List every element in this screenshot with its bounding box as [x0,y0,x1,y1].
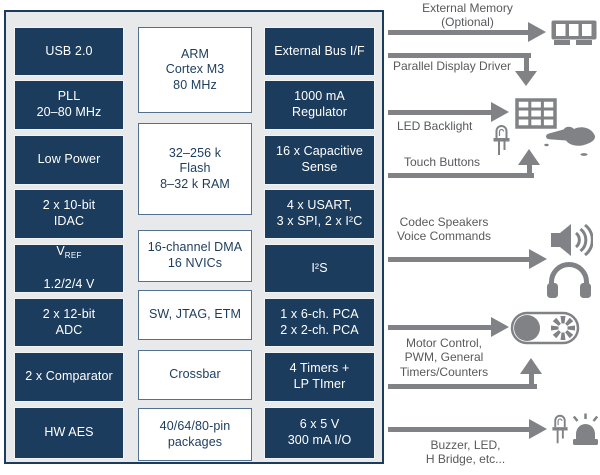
arrow-motor-h1 [388,325,491,330]
arrowhead-display-driver [515,71,537,86]
arrow-display-driver-v [524,53,529,72]
block-hv-io: 6 x 5 V 300 mA I/O [264,407,375,459]
arrowhead-motor-up [520,358,542,374]
block-arm-core: ARM Cortex M3 80 MHz [138,27,252,113]
headphones-icon [546,259,592,299]
block-vref: VREF 1.2/2/4 V [14,244,124,293]
memory-module-icon [551,20,597,46]
block-flash-ram: 32–256 k Flash 8–32 k RAM [138,123,252,215]
label-parallel-display-driver: Parallel Display Driver [393,59,512,73]
block-external-bus: External Bus I/F [264,27,375,76]
led-icon [550,411,570,449]
arrowhead-led-backlight [491,102,509,122]
arrow-motor-v [529,374,534,386]
block-capacitive-sense: 16 x Capacitive Sense [264,135,375,185]
label-buzzer-led: Buzzer, LED, H Bridge, etc... [425,438,506,467]
arrow-motor-h2 [388,384,537,389]
hand-touch-icon [542,124,597,158]
led-icon [492,121,511,161]
arrow-codec [388,257,529,262]
block-adc: 2 x 12-bit ADC [14,298,124,347]
block-hw-aes: HW AES [14,407,124,459]
label-motor-control: Motor Control, PWM, General Timers/Count… [399,336,489,379]
block-regulator: 1000 mA Regulator [264,80,375,130]
speaker-icon [551,221,593,259]
label-touch-buttons: Touch Buttons [404,155,481,169]
block-comparator: 2 x Comparator [14,352,124,402]
block-i2s: I²S [264,244,375,293]
block-pca: 1 x 6-ch. PCA 2 x 2-ch. PCA [264,298,375,347]
arrowhead-buzzer [529,419,547,439]
display-grid-icon [515,98,557,129]
label-external-memory: External Memory (Optional) [422,1,513,30]
block-usb: USB 2.0 [14,27,124,76]
arrow-led-backlight [388,110,491,115]
block-timers: 4 Timers + LP TImer [264,352,375,402]
motor-icon [509,310,581,346]
arrowhead-codec [529,249,547,269]
block-idac: 2 x 10-bit IDAC [14,189,124,239]
block-usart-spi-i2c: 4 x USART, 3 x SPI, 2 x I²C [264,189,375,239]
block-packages: 40/64/80-pin packages [138,408,252,461]
block-debug: SW, JTAG, ETM [138,290,252,340]
arrow-buzzer [388,427,529,432]
label-codec-speakers: Codec Speakers Voice Commands [396,215,492,244]
block-pll: PLL 20–80 MHz [14,80,124,130]
block-dma-nvic: 16-channel DMA 16 NVICs [138,230,252,282]
label-led-backlight: LED Backlight [397,119,473,133]
arrow-external-memory [388,30,528,35]
arrowhead-motor [491,317,509,337]
arrow-touch-buttons-h [388,173,534,178]
arrowhead-touch-buttons [518,149,540,165]
block-crossbar: Crossbar [138,350,252,400]
arrowhead-external-memory [528,22,546,42]
siren-icon [572,413,599,447]
arrow-touch-buttons-v [527,165,532,175]
block-low-power: Low Power [14,135,124,185]
arrow-display-driver-h [388,53,531,58]
